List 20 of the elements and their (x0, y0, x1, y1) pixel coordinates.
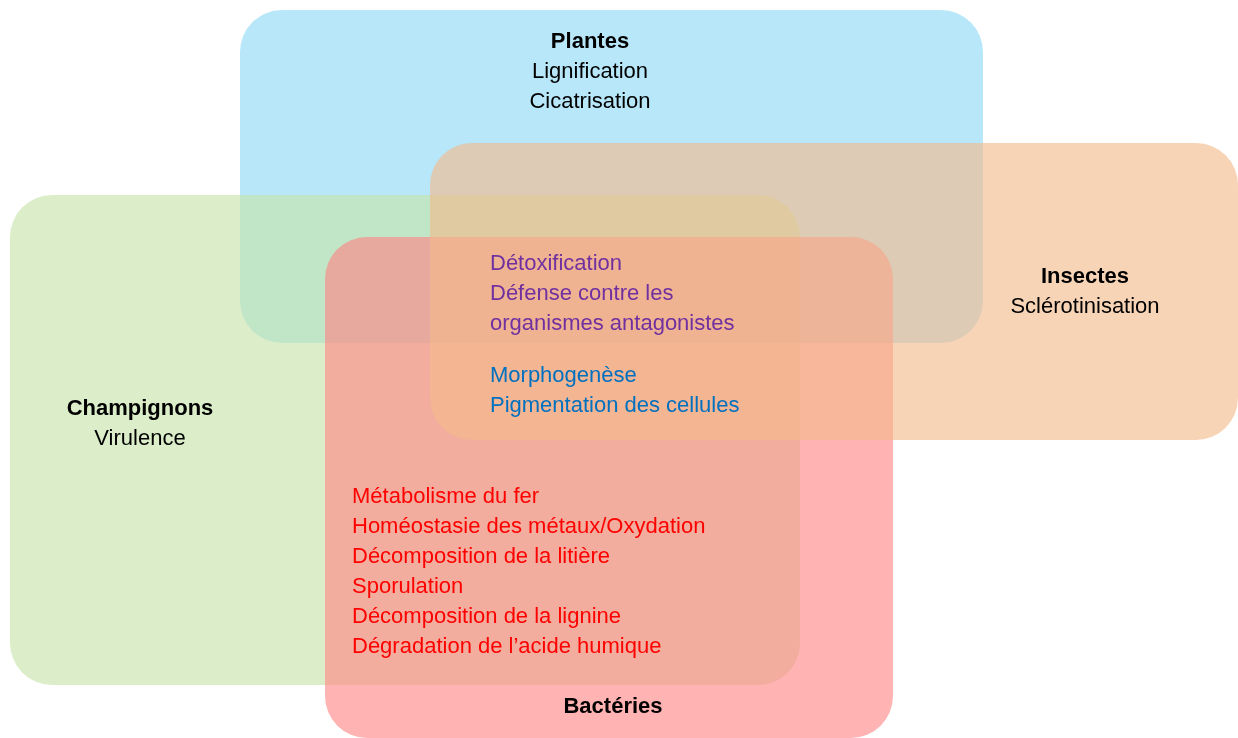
overlap-item: Dégradation de l’acide humique (352, 632, 662, 660)
overlap-item: Sporulation (352, 572, 464, 600)
set-title: Bactéries (563, 692, 663, 720)
overlap-item: Homéostasie des métaux/Oxydation (352, 512, 706, 540)
set-item: Cicatrisation (529, 87, 651, 115)
overlap-item: Morphogenèse (490, 361, 637, 389)
set-title: Plantes (550, 27, 630, 55)
set-item: Sclérotinisation (1010, 292, 1160, 320)
set-title: Insectes (1040, 262, 1130, 290)
overlap-item: Pigmentation des cellules (490, 391, 740, 419)
overlap-item: Métabolisme du fer (352, 482, 540, 510)
overlap-item: Détoxification (490, 249, 623, 277)
set-region (325, 237, 893, 738)
set-title: Champignons (66, 394, 214, 422)
set-region (430, 143, 1238, 440)
overlap-item: Défense contre les organismes antagonistes (490, 279, 736, 337)
set-item: Lignification (531, 57, 649, 85)
overlap-item: Décomposition de la litière (352, 542, 611, 570)
overlap-item: Décomposition de la lignine (352, 602, 622, 630)
set-item: Virulence (94, 424, 186, 452)
